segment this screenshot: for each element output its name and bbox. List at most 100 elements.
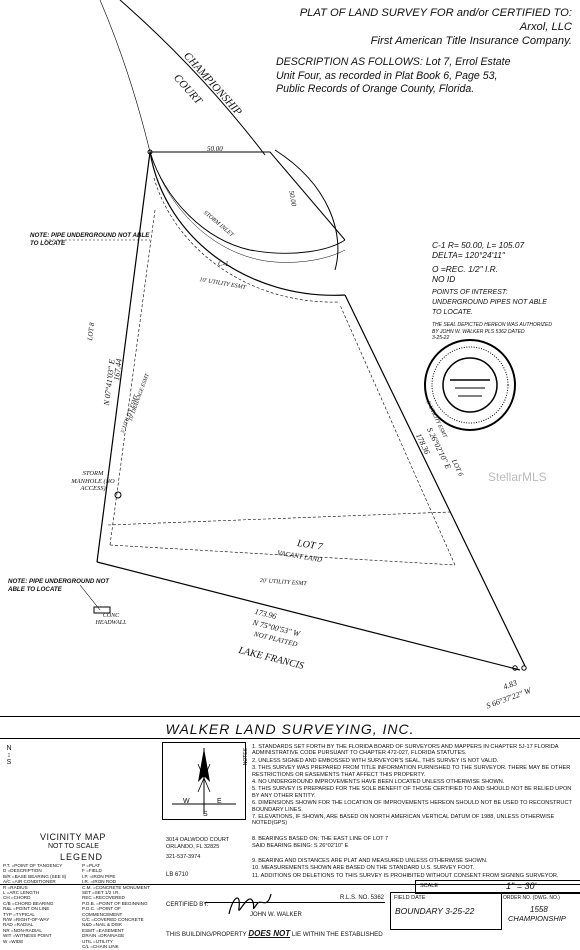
header-line-3: First American Title Insurance Company. xyxy=(370,35,572,47)
title-block xyxy=(0,716,580,944)
rls-number: R.L.S. NO. 5362 xyxy=(340,895,385,901)
order-number: 1558 xyxy=(530,905,548,914)
order-name: CHAMPIONSHIP xyxy=(508,914,566,923)
desc-line-2: Unit Four, as recorded in Plat Book 6, P… xyxy=(276,69,498,82)
notes-label: NOTES xyxy=(243,748,249,766)
east-lot-line xyxy=(344,294,526,667)
legend-entry: I.R. =IRON ROD xyxy=(82,879,117,885)
legend-entry: RAD =RADIAL xyxy=(3,922,34,928)
legend-entry: P =PLAT xyxy=(82,863,101,868)
field-date-label: FIELD DATE xyxy=(394,895,426,901)
survey-note: 6. DIMENSIONS SHOWN FOR THE LOCATION OF … xyxy=(252,800,572,813)
desc-line-1: DESCRIPTION AS FOLLOWS: Lot 7, Errol Est… xyxy=(276,56,511,68)
vicinity-subtitle: NOT TO SCALE xyxy=(48,843,99,850)
legend-entry: L =ARC LENGTH xyxy=(3,890,39,896)
survey-note: 11. ADDITIONS OR DELETIONS TO THIS SURVE… xyxy=(252,872,559,879)
ne-boundary xyxy=(269,151,346,241)
utility-easement-front xyxy=(153,177,341,303)
interest-3: TO LOCATE. xyxy=(432,309,473,316)
legend-entry: A/C =AIR CONDITIONER xyxy=(3,879,56,885)
compass-w: W xyxy=(183,798,190,805)
order-label: ORDER NO. (DWG. NO.) xyxy=(503,895,560,901)
legend-entry: R =RADIUS xyxy=(3,884,28,890)
legend-entry: F =FIELD xyxy=(82,868,102,874)
header-line-2: Arxol, LLC xyxy=(519,21,572,33)
legend-entry: P.T. =POINT OF TANGENCY xyxy=(3,863,63,868)
survey-note: 2. UNLESS SIGNED AND EMBOSSED WITH SURVE… xyxy=(252,757,499,764)
legend-entry: D =DESCRIPTION xyxy=(3,868,42,874)
curve-c1: C-1 R= 50.00, L= 105.07 xyxy=(432,240,525,250)
north-n: N xyxy=(6,745,12,752)
survey-notes-tail: 9. BEARING AND DISTANCES ARE PLAT AND ME… xyxy=(252,858,576,880)
scale-box: SCALE 1" = 30' xyxy=(415,880,580,894)
note-pipe-1: NOTE: PIPE UNDERGROUND NOT ABLE TO LOCAT… xyxy=(30,232,150,247)
flood-pre: THIS BUILDING/PROPERTY xyxy=(166,931,247,938)
interest-2: UNDERGROUND PIPES NOT ABLE xyxy=(432,299,547,306)
watermark: StellarMLS xyxy=(488,470,547,484)
legend-entry: C.M. =CONCRETE MONUMENT xyxy=(82,884,150,890)
manhole-label: STORM MANHOLE (NO ACCESS) xyxy=(71,470,115,492)
legend-entry: ESMT =EASEMENT xyxy=(82,927,124,933)
corner-marker-1 xyxy=(512,665,518,671)
manhole-symbol xyxy=(114,491,122,499)
survey-note: 1. STANDARDS SET FORTH BY THE FLORIDA BO… xyxy=(252,744,559,757)
road-line-outer xyxy=(119,0,266,156)
curve-data: C-1 R= 50.00, L= 105.07 DELTA= 120°24'11… xyxy=(432,240,572,342)
field-date-value: BOUNDARY 3-25-22 xyxy=(395,906,475,916)
address-line-2: ORLANDO, FL 32825 xyxy=(166,844,220,850)
legend-entry: WIT =WITNESS POINT xyxy=(3,933,52,939)
flood-does-not: DOES NOT xyxy=(248,929,291,938)
legend-entry: TYP =TYPICAL xyxy=(3,911,35,917)
legend-entry: UTIL =UTILITY xyxy=(82,938,113,944)
flood-statement: THIS BUILDING/PROPERTY DOES NOT LIE WITH… xyxy=(166,929,383,938)
easement-south xyxy=(109,544,456,566)
legend-entry: C/C =COVERED CONCRETE xyxy=(82,917,144,923)
plat-drawing xyxy=(45,0,527,671)
bearing-notes: 8. BEARINGS BASED ON: THE EAST LINE OF L… xyxy=(252,836,576,850)
seal-note-3: 3-25-22 xyxy=(432,335,450,342)
legend-entry: R&L =POINT ON LINE xyxy=(3,906,50,912)
curve-noid: NO ID xyxy=(432,274,456,284)
easement-west xyxy=(109,209,156,546)
pipe-leader-2 xyxy=(79,584,101,611)
lb-number: LB 6710 xyxy=(166,872,189,878)
curve-label: C-1 xyxy=(218,260,229,268)
easement-rear xyxy=(107,511,451,526)
address-phone: 321-537-3974 xyxy=(166,854,201,860)
scale-label: SCALE xyxy=(420,883,439,889)
legend-entry: W =WIDE xyxy=(3,938,24,944)
west-lot-line xyxy=(96,151,151,563)
bearing-value: SAID BEARING BEING: S 26°02'10" E xyxy=(252,843,349,849)
legal-description: DESCRIPTION AS FOLLOWS: Lot 7, Errol Est… xyxy=(276,56,576,97)
flood-post: LIE WITHIN THE ESTABLISHED xyxy=(291,931,383,938)
corner-marker-2 xyxy=(521,665,527,671)
scale-value: 1" = 30' xyxy=(506,881,537,891)
note-pipe-2: NOTE: PIPE UNDERGROUND NOT ABLE TO LOCAT… xyxy=(8,578,110,593)
legend-entry: DRAIN =DRAINAGE xyxy=(82,933,125,939)
address-line-1: 3014 OALWOOD COURT xyxy=(166,837,230,843)
legend-entry: REC =RECOVERED xyxy=(82,895,125,901)
company-name: WALKER LAND SURVEYING, INC. xyxy=(165,721,415,737)
seal-note-1: THE SEAL DEPICTED HEREON WAS AUTHORIZED xyxy=(432,322,552,328)
cul-de-sac-edge xyxy=(149,151,346,263)
survey-note: 5. THIS SURVEY IS PREPARED FOR THE SOLE … xyxy=(252,786,572,799)
south-lot-line xyxy=(96,561,521,671)
compass-e: E xyxy=(217,798,222,805)
desc-line-3: Public Records of Orange County, Florida… xyxy=(276,83,475,95)
compass-s: S xyxy=(203,811,208,818)
header-line-1: PLAT OF LAND SURVEY FOR and/or CERTIFIED… xyxy=(299,7,572,19)
dim-top: 50.00 xyxy=(207,145,223,153)
survey-notes: 1. STANDARDS SET FORTH BY THE FLORIDA BO… xyxy=(252,744,576,828)
survey-note: 4. NO UNDERGROUND IMPROVEMENTS HAVE BEEN… xyxy=(252,779,505,786)
company-address: 3014 OALWOOD COURT ORLANDO, FL 32825 321… xyxy=(166,837,229,861)
legend-entry: P.O.B. =POINT OF BEGINNING xyxy=(82,900,148,906)
survey-note: 3. THIS SURVEY WAS PREPARED FROM TITLE I… xyxy=(252,765,571,778)
order-box: ORDER NO. (DWG. NO.) 1558 CHAMPIONSHIP xyxy=(500,892,580,929)
corner-marker-3 xyxy=(147,149,153,155)
headwall-label: CONC HEADWALL xyxy=(95,613,127,626)
north-s: S xyxy=(6,759,12,766)
certification-header: PLAT OF LAND SURVEY FOR and/or CERTIFIED… xyxy=(242,6,572,48)
legend-entry: CH =CHORD xyxy=(3,895,31,901)
